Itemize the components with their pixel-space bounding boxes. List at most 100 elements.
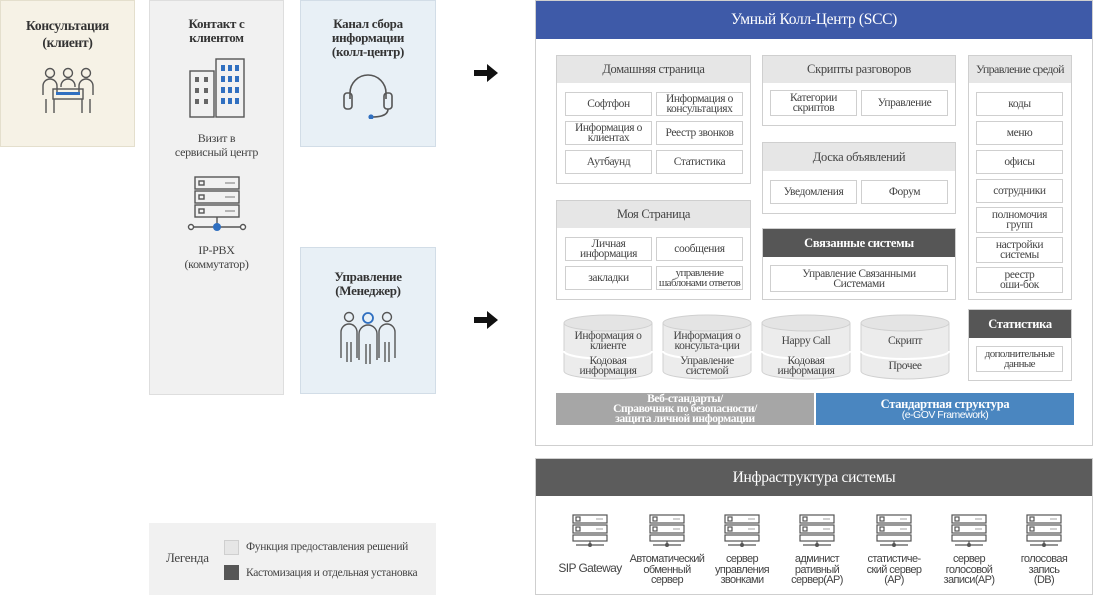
- db-bottom-label: Прочее: [888, 360, 922, 372]
- db-bottom-label: Кодовая информация: [777, 355, 835, 377]
- home-item-call-log[interactable]: Реестр звонков: [656, 121, 743, 145]
- database-cylinder: Скрипт Прочее: [860, 314, 950, 380]
- scripts-group: Скрипты разговоров Категории скриптов Уп…: [762, 55, 956, 126]
- infra-panel: Инфраструктура системы: [535, 458, 1093, 595]
- stats-group-title: Статистика: [969, 310, 1071, 338]
- db-top-label: Информация о консульта-ции: [673, 330, 741, 352]
- egov-framework-bar: Стандартная структура (e-GOV Framework): [816, 393, 1074, 425]
- scc-title: Умный Колл-Центр (SCC): [730, 11, 898, 28]
- ipbx-caption: IP-PBX (коммутатор): [184, 243, 249, 271]
- env-item-codes[interactable]: коды: [976, 92, 1063, 116]
- team-icon: [340, 311, 396, 364]
- server-icon: [1026, 514, 1062, 547]
- home-item-softphone[interactable]: Софтфон: [565, 92, 652, 116]
- db-top-label: Скрипт: [888, 335, 922, 347]
- mypage-group-title: Моя Страница: [557, 201, 750, 228]
- database-cylinder: Happy Call Кодовая информация: [761, 314, 851, 380]
- infra-server-label: статистиче- ский сервер (AP): [866, 553, 922, 586]
- db-top-label: Happy Call: [781, 335, 831, 347]
- channel-title: Канал сбора информации (колл-центр): [331, 16, 405, 59]
- legend: Легенда Функция предоставления решений К…: [149, 523, 436, 595]
- server-icon: [951, 514, 987, 547]
- server-icon: [649, 514, 685, 547]
- database-cylinder: Информация о клиенте Кодовая информация: [563, 314, 653, 380]
- database-cylinder: Информация о консульта-ции Управление си…: [662, 314, 752, 380]
- env-item-offices[interactable]: офисы: [976, 150, 1063, 174]
- env-item-error-log[interactable]: реестр оши-бок: [976, 267, 1063, 293]
- server-icon: [572, 514, 608, 547]
- legend-swatch-light: [224, 540, 239, 555]
- contact-panel: Контакт с клиентом Визит в сервисный цен…: [149, 0, 284, 395]
- web-standards-bar: Веб-стандарты/ Справочник по безопасност…: [556, 393, 814, 425]
- env-item-staff[interactable]: сотрудники: [976, 179, 1063, 203]
- board-group: Доска объявлений Уведомления Форум: [762, 142, 956, 214]
- home-item-consult-info[interactable]: Информация о консультациях: [656, 92, 743, 116]
- legend-item-text: Функция предоставления решений: [246, 541, 409, 553]
- env-item-system-settings[interactable]: настройки системы: [976, 237, 1063, 263]
- env-group-title: Управление средой: [969, 56, 1071, 83]
- egov-title: Стандартная структура: [880, 396, 1010, 411]
- board-item-forum[interactable]: Форум: [861, 180, 948, 204]
- building-icon: [188, 58, 245, 118]
- manager-panel: Управление (Менеджер): [300, 247, 436, 394]
- scripts-item-categories[interactable]: Категории скриптов: [770, 90, 857, 116]
- home-item-client-info[interactable]: Информация о клиентах: [565, 121, 652, 145]
- infra-server: статистиче- ский сервер (AP): [856, 514, 932, 594]
- server-icon: [799, 514, 835, 547]
- related-item-manage[interactable]: Управление Связанными Системами: [770, 265, 948, 292]
- related-group-title: Связанные системы: [763, 229, 955, 257]
- consultation-meeting-icon: [41, 67, 94, 113]
- env-item-menu[interactable]: меню: [976, 121, 1063, 145]
- arrow-right-icon: [474, 311, 498, 329]
- infra-server-label: голосовая запись (DB): [1020, 553, 1068, 586]
- infra-server-label: Автоматический обменный сервер: [629, 553, 705, 586]
- infra-server: сервер голосовой записи(AP): [931, 514, 1007, 594]
- infra-title: Инфраструктура системы: [732, 468, 896, 486]
- home-group: Домашняя страница Софтфон Информация о к…: [556, 55, 751, 184]
- stats-item-additional-data[interactable]: дополнительные данные: [976, 346, 1063, 372]
- env-group: Управление средой коды меню офисы сотруд…: [968, 55, 1072, 300]
- stats-group: Статистика дополнительные данные: [968, 309, 1072, 381]
- mypage-item-bookmarks[interactable]: закладки: [565, 266, 652, 290]
- db-bottom-label: Управление системой: [680, 355, 734, 377]
- infra-server: админист ративный сервер(AP): [779, 514, 855, 594]
- legend-item-text: Кастомизация и отдельная установка: [246, 567, 418, 579]
- mypage-group: Моя Страница Личная информация сообщения…: [556, 200, 751, 300]
- board-item-notices[interactable]: Уведомления: [770, 180, 857, 204]
- infra-server: Автоматический обменный сервер: [624, 514, 710, 594]
- server-icon: [876, 514, 912, 547]
- infra-server-label: сервер управления звонками: [715, 553, 770, 586]
- mypage-item-reply-templates[interactable]: управление шаблонами ответов: [656, 266, 743, 290]
- mypage-item-messages[interactable]: сообщения: [656, 237, 743, 261]
- infra-server-label: SIP Gateway: [558, 561, 622, 575]
- related-group: Связанные системы Управление Связанными …: [762, 228, 956, 300]
- home-group-title: Домашняя страница: [557, 56, 750, 83]
- channel-panel: Канал сбора информации (колл-центр): [300, 0, 436, 147]
- scripts-group-title: Скрипты разговоров: [763, 56, 955, 83]
- server-icon: [724, 514, 760, 547]
- db-top-label: Информация о клиенте: [574, 330, 642, 352]
- infra-server-label: админист ративный сервер(AP): [791, 553, 843, 586]
- infra-server-label: сервер голосовой записи(AP): [943, 553, 996, 586]
- ip-pbx-icon: [187, 176, 246, 231]
- egov-subtitle: (e-GOV Framework): [901, 408, 989, 421]
- contact-title: Контакт с клиентом: [188, 16, 245, 45]
- manager-title: Управление (Менеджер): [334, 269, 402, 298]
- legend-swatch-dark: [224, 565, 239, 580]
- env-item-group-permissions[interactable]: полномочия групп: [976, 207, 1063, 233]
- infra-server: сервер управления звонками: [704, 514, 780, 594]
- home-item-outbound[interactable]: Аутбаунд: [565, 150, 652, 174]
- legend-label: Легенда: [166, 550, 209, 565]
- mypage-item-personal-info[interactable]: Личная информация: [565, 237, 652, 261]
- arrow-right-icon: [474, 64, 498, 82]
- web-standards-text: Веб-стандарты/ Справочник по безопасност…: [613, 393, 757, 425]
- building-caption: Визит в сервисный центр: [174, 131, 259, 159]
- infra-server: голосовая запись (DB): [1006, 514, 1082, 594]
- consult-title: Консультация (клиент): [26, 18, 109, 50]
- consult-panel: Консультация (клиент): [0, 0, 135, 147]
- infra-header: Инфраструктура системы: [536, 459, 1092, 496]
- scc-header: Умный Колл-Центр (SCC): [536, 1, 1092, 39]
- scripts-item-manage[interactable]: Управление: [861, 90, 948, 116]
- db-bottom-label: Кодовая информация: [579, 355, 637, 377]
- home-item-statistics[interactable]: Статистика: [656, 150, 743, 174]
